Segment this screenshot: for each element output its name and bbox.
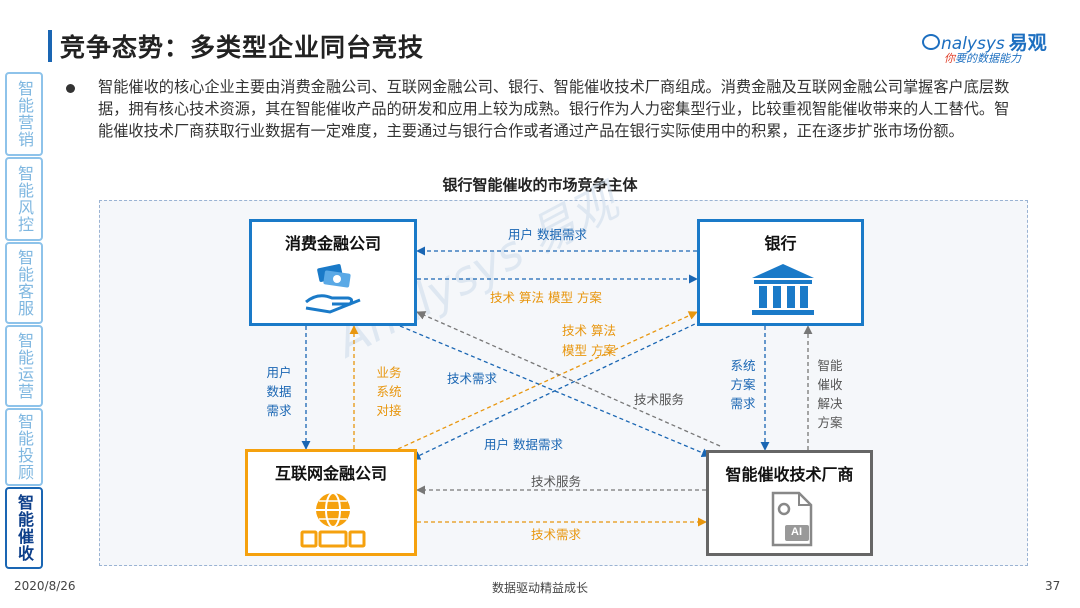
edge-if-to-bank [397,311,698,450]
logo-text: nalysys [941,34,1005,54]
edge-label-if-to-bank-2: 模型 方案 [562,343,616,358]
node-label-internet-finance: 互联网金融公司 [274,464,387,483]
bullet-paragraph: 智能催收的核心企业主要由消费金融公司、互联网金融公司、银行、智能催收技术厂商组成… [98,78,1010,140]
ai-document-icon [771,491,813,547]
sidebar-item-marketing[interactable]: 智能营销 [5,72,43,156]
globe-devices-icon [300,492,366,548]
edge-label-if-to-cf: 业务系统对接 [376,365,402,418]
node-tech-vendor: 智能催收技术厂商 AI [706,450,873,556]
logo-cn-text: 易观 [1008,32,1047,54]
edge-label-cf-to-bank: 技术 算法 模型 方案 [490,290,602,305]
footer-page-number: 37 [1045,579,1061,593]
sidebar-item-collection[interactable]: 智能催收 [5,487,43,569]
logo-sub-highlight: 你 [944,52,955,65]
hand-money-icon [305,264,361,314]
node-bank: 银行 [697,219,864,326]
title-accent-bar [48,30,52,62]
sidebar-item-operation[interactable]: 智能运营 [5,325,43,407]
node-internet-finance: 互联网金融公司 [245,449,417,556]
ai-badge-label: AI [791,526,802,538]
edge-label-cf-to-if: 用户数据需求 [266,365,292,418]
bank-building-icon [752,264,814,315]
node-label-tech-vendor: 智能催收技术厂商 [725,465,854,484]
diagram-title: 银行智能催收的市场竞争主体 [442,176,638,194]
sidebar-item-customer-service[interactable]: 智能客服 [5,242,43,324]
edge-bank-to-if [411,311,721,460]
edge-label-bank-to-cf: 用户 数据需求 [508,227,587,242]
edge-label-bank-to-if: 用户 数据需求 [484,437,563,452]
footer-date: 2020/8/26 [14,579,76,593]
node-label-bank: 银行 [764,234,797,253]
node-consumer-finance: 消费金融公司 [249,219,417,326]
edge-label-vendor-to-if: 技术服务 [531,474,582,489]
sidebar-item-advisory[interactable]: 智能投顾 [5,408,43,486]
edge-label-vendor-to-bank: 智能催收解决方案 [817,358,843,430]
logo-mark-icon [922,34,940,50]
edge-label-bank-to-vendor: 系统方案需求 [730,358,756,411]
footer-slogan: 数据驱动精益成长 [491,581,588,595]
edge-vendor-to-cf [416,311,721,447]
edge-label-if-to-vendor: 技术需求 [531,527,582,542]
logo-sub-text: 要的数据能力 [955,52,1021,65]
page-title: 竞争态势：多类型企业同台竞技 [60,33,425,62]
sidebar-item-risk-control[interactable]: 智能风控 [5,157,43,241]
node-label-consumer-finance: 消费金融公司 [284,234,381,253]
edge-label-vendor-to-cf: 技术需求 [447,371,498,386]
edge-label-if-to-bank-1: 技术 算法 [562,323,616,338]
bullet-dot [66,84,75,93]
edge-label-cf-tech-service: 技术服务 [634,392,685,407]
